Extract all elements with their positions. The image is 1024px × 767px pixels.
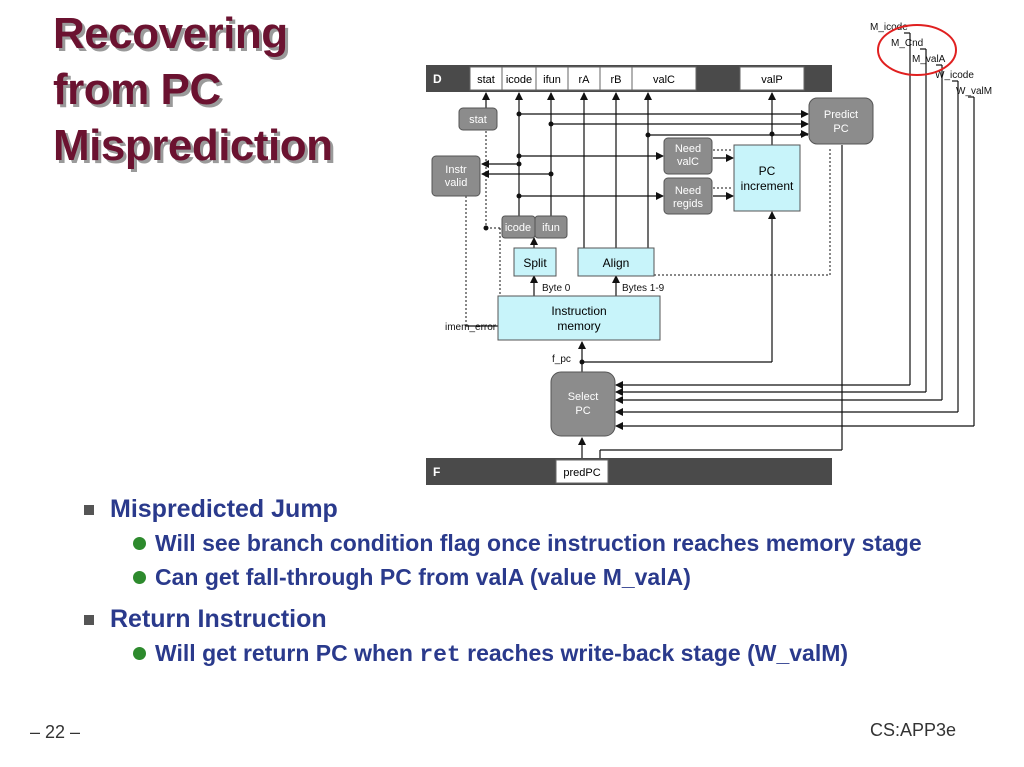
d-field-ifun: ifun [543, 74, 561, 86]
block-need-regids: Need regids [663, 177, 713, 215]
f-register-label: F [433, 465, 440, 479]
signal-m-icode: M_icode [870, 22, 908, 33]
f-pipeline-register: F predPC [426, 458, 832, 485]
block-stat: stat [458, 107, 498, 131]
signal-f-pc: f_pc [552, 354, 571, 365]
block-split-label: Split [523, 256, 547, 270]
block-need-regids-line1: Need [675, 185, 701, 197]
bullet-2-text: Return Instruction [110, 605, 327, 633]
sub-bullet: Can get fall-through PC from valA (value… [80, 560, 945, 594]
f-field-predpc: predPC [563, 467, 600, 479]
block-align: Align [577, 247, 655, 277]
sub-bullet: Will see branch condition flag once inst… [80, 526, 945, 560]
signal-byte0: Byte 0 [542, 283, 571, 294]
bullet-return-instruction: Return Instruction [80, 602, 980, 636]
d-field-icode: icode [506, 74, 532, 86]
block-pc-increment: PC increment [733, 144, 801, 212]
block-instr-valid-line1: Instr [445, 164, 467, 176]
block-stat-label: stat [469, 114, 487, 126]
signal-w-valm: W_valM [956, 86, 992, 97]
course-label: CS:APP3e [870, 720, 957, 740]
block-pc-increment-line1: PC [759, 164, 776, 178]
signal-labels: Byte 0 Bytes 1-9 imem_error f_pc M_icode… [445, 22, 992, 365]
d-field-valp: valP [761, 74, 782, 86]
title-line-3: Misprediction [53, 121, 333, 170]
block-select-pc-line2: PC [575, 405, 590, 417]
block-predict-pc-line2: PC [833, 123, 848, 135]
slide-title: Recovering from PC Misprediction [53, 6, 333, 174]
signal-w-icode: W_icode [935, 70, 974, 81]
bullet-mispredicted-jump: Mispredicted Jump [80, 492, 980, 526]
sub-bullet: Will get return PC when ret reaches writ… [80, 636, 945, 672]
d-field-stat: stat [477, 74, 495, 86]
junction-dots [483, 111, 775, 365]
signal-m-cnd: M_Cnd [891, 38, 923, 49]
d-field-ra: rA [579, 74, 591, 86]
signal-m-vala: M_valA [912, 54, 946, 65]
block-instr-valid-line2: valid [445, 177, 468, 189]
block-select-pc: Select PC [550, 371, 616, 437]
block-imem-line1: Instruction [551, 304, 606, 318]
title-line-2: from PC [53, 65, 221, 114]
block-icode-label: icode [505, 222, 531, 234]
block-icode: icode [501, 215, 536, 239]
d-pipeline-register: D stat icode ifun rA rB valC valP [426, 65, 832, 92]
square-bullet-icon [84, 505, 94, 515]
d-field-rb: rB [611, 74, 622, 86]
sub-bullet-1-1-text: Will see branch condition flag once inst… [155, 530, 922, 556]
page-number: – 22 – [30, 722, 81, 742]
block-need-valc-line1: Need [675, 143, 701, 155]
fetch-stage-diagram: D stat icode ifun rA rB valC valP F pred… [426, 22, 992, 485]
round-bullet-icon [133, 537, 146, 550]
sub-bullet-2-1-prefix: Will get return PC when [155, 640, 413, 666]
d-field-valc: valC [653, 74, 675, 86]
block-align-label: Align [603, 256, 630, 270]
sub-bullet-2-1-suffix: reaches write-back stage (W_valM) [467, 640, 849, 666]
sub-bullet-1-2-text: Can get fall-through PC from valA (value… [155, 564, 691, 590]
sub-bullet-2-1-code: ret [419, 642, 461, 668]
block-need-valc-line2: valC [677, 156, 699, 168]
block-ifun: ifun [534, 215, 568, 239]
d-register-label: D [433, 72, 442, 86]
block-instr-valid: Instr valid [431, 155, 481, 197]
block-need-regids-line2: regids [673, 198, 703, 210]
round-bullet-icon [133, 571, 146, 584]
block-split: Split [513, 247, 557, 277]
block-ifun-label: ifun [542, 222, 560, 234]
bullet-list: Mispredicted Jump Will see branch condit… [80, 492, 980, 672]
block-predict-pc-line1: Predict [824, 109, 858, 121]
block-instruction-memory: Instruction memory [497, 295, 661, 341]
block-predict-pc: Predict PC [808, 97, 874, 145]
block-pc-increment-line2: increment [741, 179, 794, 193]
highlight-circle [877, 24, 957, 76]
wires [466, 32, 975, 458]
signal-bytes19: Bytes 1-9 [622, 283, 665, 294]
bullet-1-text: Mispredicted Jump [110, 495, 338, 523]
signal-imem-error: imem_error [445, 322, 497, 333]
title-line-1: Recovering [53, 9, 288, 58]
block-imem-line2: memory [557, 319, 600, 333]
block-need-valc: Need valC [663, 137, 713, 175]
round-bullet-icon [133, 647, 146, 660]
square-bullet-icon [84, 615, 94, 625]
block-select-pc-line1: Select [568, 391, 599, 403]
